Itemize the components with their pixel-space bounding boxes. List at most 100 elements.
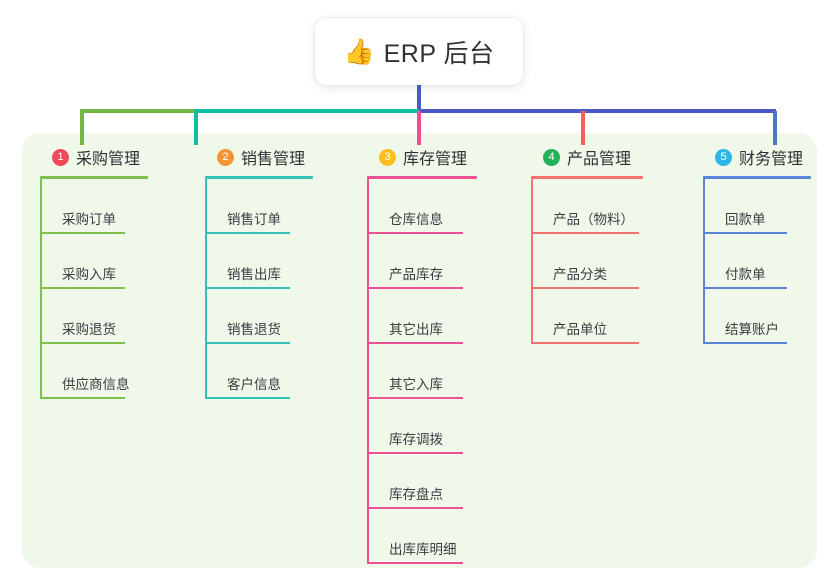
branch-number-badge: 5 <box>715 148 732 166</box>
branch-item-label: 销售订单 <box>227 212 281 228</box>
branch-number-badge: 4 <box>543 148 560 166</box>
branch-header-4[interactable]: 4 产品管理 <box>531 145 701 169</box>
branch-item-rule <box>703 287 787 289</box>
branch-item[interactable]: 采购退货 <box>40 289 190 344</box>
branch-item-label: 回款单 <box>725 212 766 228</box>
branch-item-label: 采购订单 <box>62 212 116 228</box>
branch-item-label: 库存盘点 <box>389 487 443 503</box>
branch-item-label: 产品库存 <box>389 267 443 283</box>
drop-4 <box>581 111 585 145</box>
branch-item-rule <box>367 287 463 289</box>
branch-column-3: 3 库存管理仓库信息产品库存其它出库其它入库库存调拨库存盘点出库库明细 <box>367 145 527 564</box>
branch-column-1: 1 采购管理采购订单采购入库采购退货供应商信息 <box>40 145 190 399</box>
branch-item[interactable]: 产品分类 <box>531 234 701 289</box>
branch-column-2: 2 销售管理销售订单销售出库销售退货客户信息 <box>205 145 355 399</box>
branch-item-rule <box>367 397 463 399</box>
branch-spine <box>531 179 533 344</box>
branch-header-5[interactable]: 5 财务管理 <box>703 145 833 169</box>
branch-item[interactable]: 仓库信息 <box>367 179 527 234</box>
branch-item-list: 销售订单销售出库销售退货客户信息 <box>205 179 355 399</box>
branch-item[interactable]: 回款单 <box>703 179 833 234</box>
branch-title: 产品管理 <box>567 151 632 168</box>
branch-item-list: 产品（物料） 产品分类产品单位 <box>531 179 701 344</box>
branch-header-rule <box>367 176 477 179</box>
branch-item[interactable]: 销售退货 <box>205 289 355 344</box>
branch-item-rule <box>367 507 463 509</box>
branch-header-rule <box>703 176 811 179</box>
branch-item[interactable]: 采购订单 <box>40 179 190 234</box>
branch-item[interactable]: 产品库存 <box>367 234 527 289</box>
branch-item-label: 产品单位 <box>553 322 607 338</box>
branch-item-rule <box>40 232 125 234</box>
branch-item-rule <box>367 232 463 234</box>
branch-item[interactable]: 销售订单 <box>205 179 355 234</box>
bus-teal <box>194 109 419 113</box>
branch-number-badge: 2 <box>217 148 234 166</box>
branch-header-rule <box>40 176 148 179</box>
branch-item-label: 供应商信息 <box>62 377 130 393</box>
branch-item-label: 采购入库 <box>62 267 116 283</box>
branch-item-rule <box>40 342 125 344</box>
branch-item[interactable]: 产品单位 <box>531 289 701 344</box>
branch-column-4: 4 产品管理产品（物料） 产品分类产品单位 <box>531 145 701 344</box>
branch-item-rule <box>703 232 787 234</box>
thumbs-up-icon: 👍 <box>343 37 375 66</box>
branch-item[interactable]: 库存调拨 <box>367 399 527 454</box>
branch-title: 销售管理 <box>241 151 306 168</box>
branch-item[interactable]: 库存盘点 <box>367 454 527 509</box>
branch-item-rule <box>703 342 787 344</box>
branch-spine <box>40 179 42 399</box>
branch-item-label: 采购退货 <box>62 322 116 338</box>
branch-item[interactable]: 付款单 <box>703 234 833 289</box>
branch-item-label: 仓库信息 <box>389 212 443 228</box>
drop-5 <box>773 111 777 145</box>
branch-item-label: 出库库明细 <box>389 542 457 558</box>
root-node-title: ERP 后台 <box>383 39 495 68</box>
branch-item[interactable]: 其它出库 <box>367 289 527 344</box>
branch-item-label: 产品（物料） <box>553 212 634 228</box>
branch-item-label: 其它出库 <box>389 322 443 338</box>
branch-item-rule <box>367 342 463 344</box>
branch-spine <box>367 179 369 564</box>
branch-item[interactable]: 客户信息 <box>205 344 355 399</box>
branch-header-rule <box>205 176 313 179</box>
branch-item-label: 其它入库 <box>389 377 443 393</box>
branch-item[interactable]: 采购入库 <box>40 234 190 289</box>
branch-item[interactable]: 其它入库 <box>367 344 527 399</box>
branch-item-rule <box>531 287 639 289</box>
branch-title: 采购管理 <box>76 151 141 168</box>
bus-green <box>80 109 194 113</box>
branch-item-label: 客户信息 <box>227 377 281 393</box>
branch-item[interactable]: 结算账户 <box>703 289 833 344</box>
root-node-card[interactable]: 👍 ERP 后台 <box>315 18 523 85</box>
branch-header-3[interactable]: 3 库存管理 <box>367 145 527 169</box>
branch-item[interactable]: 销售出库 <box>205 234 355 289</box>
branch-item-list: 采购订单采购入库采购退货供应商信息 <box>40 179 190 399</box>
branch-title: 财务管理 <box>739 151 804 168</box>
branch-item-rule <box>40 287 125 289</box>
branch-item-label: 库存调拨 <box>389 432 443 448</box>
branch-item-rule <box>367 562 463 564</box>
branch-header-2[interactable]: 2 销售管理 <box>205 145 355 169</box>
branch-header-rule <box>531 176 643 179</box>
branch-column-5: 5 财务管理回款单付款单结算账户 <box>703 145 833 344</box>
branch-spine <box>703 179 705 344</box>
branch-item-list: 仓库信息产品库存其它出库其它入库库存调拨库存盘点出库库明细 <box>367 179 527 564</box>
branch-item[interactable]: 供应商信息 <box>40 344 190 399</box>
branch-item[interactable]: 产品（物料） <box>531 179 701 234</box>
diagram-background-panel <box>22 133 817 568</box>
branch-number-badge: 1 <box>52 148 69 166</box>
branch-item-rule <box>205 342 290 344</box>
branch-item-rule <box>367 452 463 454</box>
branch-number-badge: 3 <box>379 148 396 166</box>
branch-item-label: 销售出库 <box>227 267 281 283</box>
branch-item-rule <box>40 397 125 399</box>
branch-title: 库存管理 <box>403 151 468 168</box>
branch-item-rule <box>205 287 290 289</box>
root-connector-stem <box>417 85 421 109</box>
branch-item-label: 结算账户 <box>725 322 779 338</box>
branch-item-rule <box>205 232 290 234</box>
branch-header-1[interactable]: 1 采购管理 <box>40 145 190 169</box>
branch-item[interactable]: 出库库明细 <box>367 509 527 564</box>
